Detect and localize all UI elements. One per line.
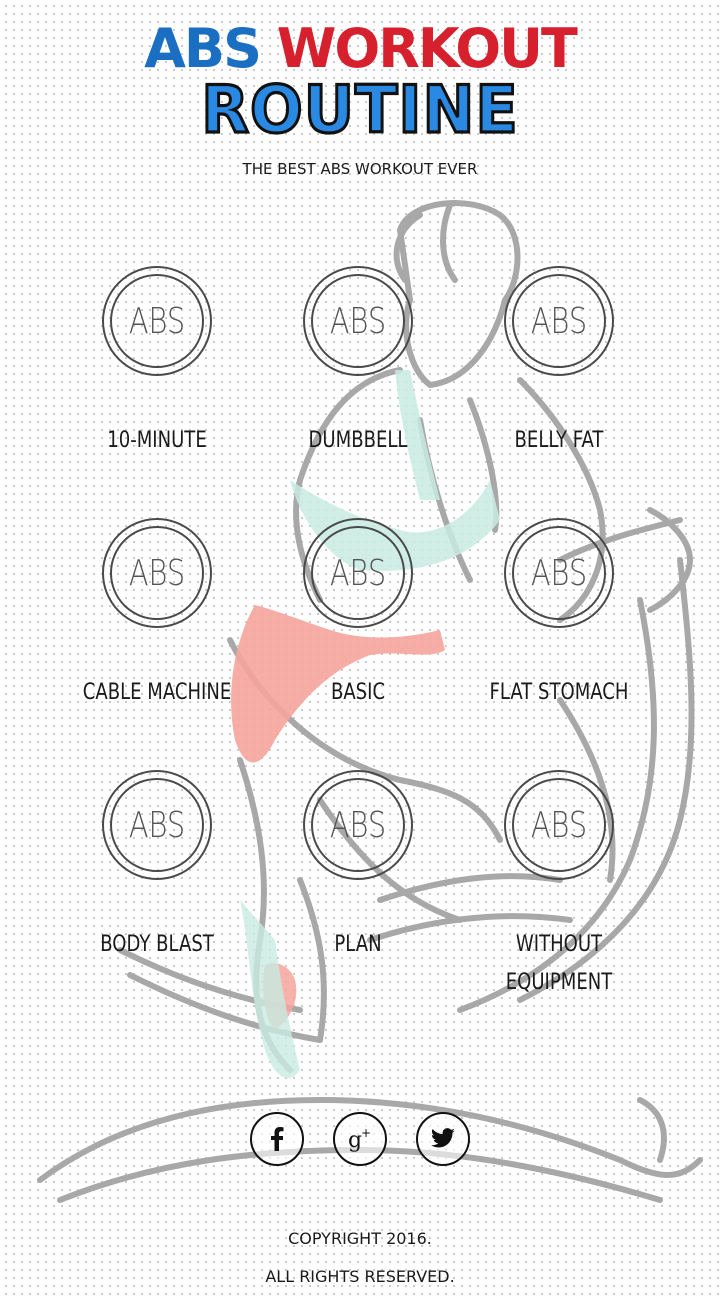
workout-label: DUMBBELL <box>308 428 408 453</box>
abs-badge-icon: ABS <box>303 770 413 880</box>
workout-tile-flat-stomach[interactable]: ABS FLAT STOMACH <box>459 518 659 712</box>
badge-text: ABS <box>530 804 588 846</box>
app-title: ABS WORKOUT <box>0 18 720 80</box>
badge-text: ABS <box>329 804 387 846</box>
abs-badge-icon: ABS <box>504 518 614 628</box>
workout-label: BODY BLAST <box>100 932 214 957</box>
badge-text: ABS <box>128 552 186 594</box>
workout-tile-10-minute[interactable]: ABS 10-MINUTE <box>57 266 257 460</box>
social-links: g + <box>0 1112 720 1166</box>
title-workout: WORKOUT <box>276 17 578 80</box>
footer: COPYRIGHT 2016. ALL RIGHTS RESERVED. <box>0 1220 720 1296</box>
app-header: ABS WORKOUT ROUTINE THE BEST ABS WORKOUT… <box>0 18 720 179</box>
workout-tile-plan[interactable]: ABS PLAN <box>258 770 458 964</box>
workout-label: BELLY FAT <box>514 428 604 453</box>
google-plus-button[interactable]: g + <box>333 1112 387 1166</box>
twitter-button[interactable] <box>416 1112 470 1166</box>
workout-tile-body-blast[interactable]: ABS BODY BLAST <box>57 770 257 964</box>
workout-label: BASIC <box>330 680 386 705</box>
abs-badge-icon: ABS <box>102 770 212 880</box>
abs-badge-icon: ABS <box>303 518 413 628</box>
badge-text: ABS <box>329 552 387 594</box>
badge-text: ABS <box>329 300 387 342</box>
abs-badge-icon: ABS <box>504 770 614 880</box>
badge-text: ABS <box>530 300 588 342</box>
workout-label: 10-MINUTE <box>107 428 207 453</box>
workout-tile-dumbbell[interactable]: ABS DUMBBELL <box>258 266 458 460</box>
workout-label: CABLE MACHINE <box>82 680 232 705</box>
workout-tile-without-equipment[interactable]: ABS WITHOUT EQUIPMENT <box>459 770 659 1002</box>
app-subtitle: THE BEST ABS WORKOUT EVER <box>242 160 478 178</box>
workout-tile-basic[interactable]: ABS BASIC <box>258 518 458 712</box>
copyright-text: COPYRIGHT 2016. <box>288 1229 432 1248</box>
rights-text: ALL RIGHTS RESERVED. <box>265 1267 455 1286</box>
workout-label: PLAN <box>334 932 382 957</box>
workout-label-line1: WITHOUT <box>515 932 603 957</box>
workout-label-line2: EQUIPMENT <box>505 970 613 995</box>
abs-badge-icon: ABS <box>102 518 212 628</box>
facebook-button[interactable] <box>250 1112 304 1166</box>
abs-badge-icon: ABS <box>303 266 413 376</box>
abs-badge-icon: ABS <box>504 266 614 376</box>
title-routine: ROUTINE <box>200 71 519 148</box>
twitter-icon <box>431 1128 455 1148</box>
badge-text: ABS <box>128 804 186 846</box>
google-plus-icon: g + <box>348 1126 371 1153</box>
workout-tile-cable-machine[interactable]: ABS CABLE MACHINE <box>57 518 257 712</box>
badge-text: ABS <box>530 552 588 594</box>
svg-text:+: + <box>361 1126 371 1140</box>
workout-label: FLAT STOMACH <box>489 680 629 705</box>
facebook-icon <box>271 1127 284 1151</box>
workout-label: WITHOUT EQUIPMENT <box>477 926 641 1002</box>
abs-badge-icon: ABS <box>102 266 212 376</box>
badge-text: ABS <box>128 300 186 342</box>
title-abs: ABS <box>144 17 262 80</box>
workout-tile-belly-fat[interactable]: ABS BELLY FAT <box>459 266 659 460</box>
svg-text:g: g <box>348 1128 362 1153</box>
